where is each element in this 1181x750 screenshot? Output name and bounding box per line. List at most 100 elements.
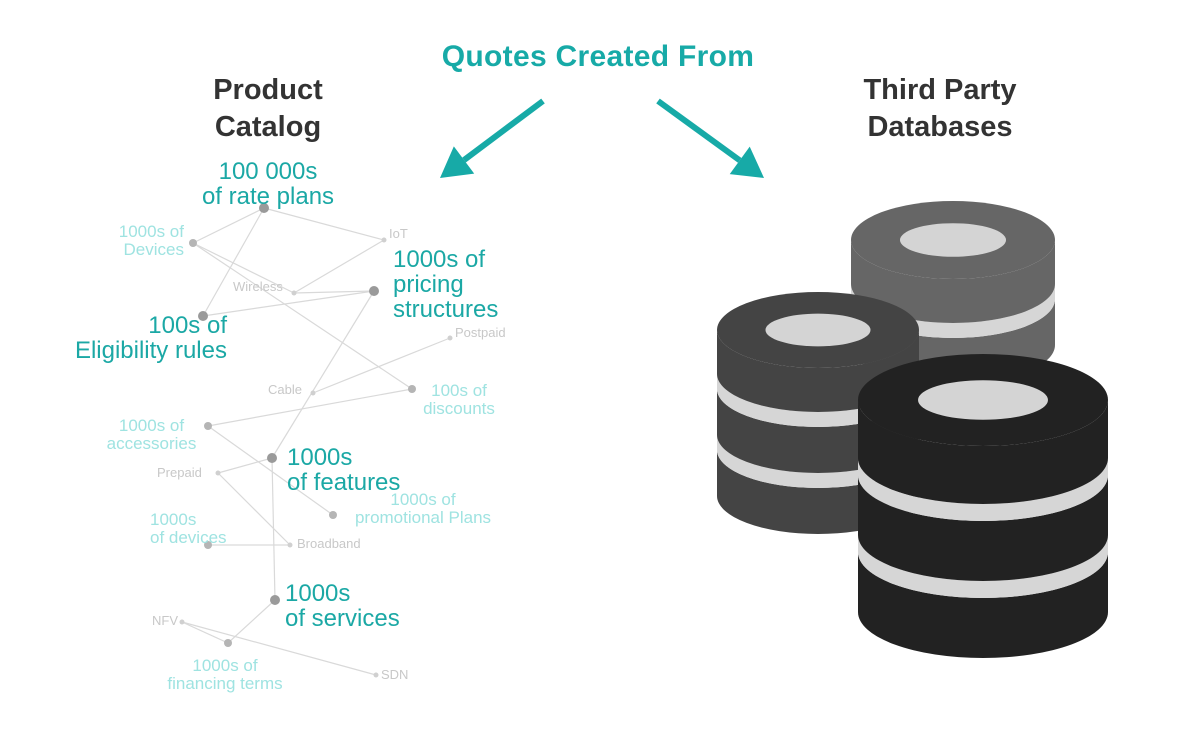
- node-label-prepaid: Prepaid: [157, 466, 202, 480]
- node-label-line: of services: [285, 605, 400, 633]
- node-dot-devices-bottom: [204, 541, 212, 549]
- edge-devices-top-discounts: [192, 242, 413, 390]
- product-catalog-heading: Product Catalog: [168, 72, 368, 146]
- node-label-line: Cable: [268, 382, 302, 397]
- edge-features-prepaid: [217, 457, 273, 474]
- database-stack: [717, 201, 1108, 658]
- node-label-cable: Cable: [268, 383, 302, 397]
- node-label-line: 1000s: [150, 510, 197, 529]
- arrow-to-product-catalog: [440, 98, 545, 178]
- node-label-postpaid: Postpaid: [455, 326, 506, 340]
- diagram-title: Quotes Created From: [441, 40, 755, 73]
- edge-nfv-financing-terms: [181, 621, 229, 644]
- edge-rate-plans-iot: [263, 207, 385, 241]
- node-label-line: structures: [393, 296, 499, 324]
- node-dot-features: [267, 453, 277, 463]
- node-label-line: Prepaid: [157, 465, 202, 480]
- node-label-line: 100s of: [431, 381, 487, 400]
- node-label-line: Devices: [123, 239, 184, 259]
- node-label-line: 1000s of: [393, 246, 486, 273]
- node-dot-financing-terms: [224, 639, 232, 647]
- node-label-line: Postpaid: [455, 325, 506, 340]
- node-dot-cable: [310, 390, 316, 396]
- node-label-line: SDN: [381, 667, 409, 682]
- edge-nfv-sdn: [181, 621, 377, 676]
- node-label-line: accessories: [106, 433, 197, 453]
- edge-pricing-structures-features: [271, 290, 375, 459]
- node-label-line: 1000s of: [390, 490, 456, 509]
- database-icon-db-front: [858, 354, 1108, 658]
- node-dot-eligibility-rules: [198, 311, 208, 321]
- edge-eligibility-rules-pricing-structures: [202, 290, 375, 317]
- node-label-line: financing terms: [167, 673, 283, 693]
- third-party-databases-heading-line-1: Third Party: [863, 74, 1017, 106]
- edge-accessories-discounts: [207, 388, 413, 427]
- flow-arrows: [440, 98, 764, 178]
- node-dot-accessories: [204, 422, 212, 430]
- node-dot-devices-top: [189, 239, 197, 247]
- edge-prepaid-broadband: [217, 472, 291, 546]
- node-label-wireless: Wireless: [233, 280, 283, 294]
- third-party-databases-heading-line-2: Databases: [867, 111, 1013, 143]
- node-label-line: 100s of: [148, 312, 227, 339]
- edge-services-financing-terms: [227, 599, 276, 644]
- edge-wireless-pricing-structures: [293, 290, 375, 294]
- node-dot-broadband: [287, 542, 293, 548]
- arrow-to-third-party-databases: [656, 98, 764, 178]
- node-label-line: NFV: [152, 613, 178, 628]
- edge-cable-postpaid: [312, 337, 451, 394]
- node-dot-iot: [381, 237, 387, 243]
- node-label-sdn: SDN: [381, 668, 408, 682]
- product-catalog-heading-line-1: Product: [213, 74, 323, 106]
- node-dot-sdn: [373, 672, 379, 678]
- product-catalog-heading-line-2: Catalog: [214, 111, 322, 143]
- node-label-line: Broadband: [297, 536, 361, 551]
- node-dot-services: [270, 595, 280, 605]
- node-dot-rate-plans: [259, 203, 269, 213]
- edge-devices-top-wireless: [192, 242, 295, 294]
- node-label-line: 1000s of: [118, 416, 185, 435]
- node-label-line: of rate plans: [201, 183, 335, 211]
- edge-rate-plans-eligibility-rules: [202, 207, 265, 317]
- node-label-line: IoT: [389, 226, 408, 241]
- node-label-line: pricing: [393, 271, 464, 299]
- node-label-line: 1000s: [285, 580, 351, 607]
- edge-rate-plans-devices-top: [192, 207, 265, 244]
- node-dot-wireless: [291, 290, 297, 296]
- catalog-dots: [179, 203, 453, 678]
- node-dot-prepaid: [215, 470, 221, 476]
- edge-iot-wireless: [293, 239, 385, 294]
- node-label-line: 1000s of: [192, 656, 258, 675]
- node-label-line: 100 000s: [218, 158, 318, 185]
- node-label-nfv: NFV: [152, 614, 178, 628]
- node-label-line: 1000s: [287, 444, 353, 471]
- node-label-iot: IoT: [389, 227, 408, 241]
- node-dot-postpaid: [447, 335, 453, 341]
- node-dot-discounts: [408, 385, 416, 393]
- node-label-line: Wireless: [233, 279, 283, 294]
- third-party-databases-heading: Third Party Databases: [820, 72, 1060, 146]
- node-label-line: of devices: [150, 527, 227, 547]
- node-label-line: Eligibility rules: [74, 337, 227, 365]
- node-dot-pricing-structures: [369, 286, 379, 296]
- node-label-broadband: Broadband: [297, 537, 361, 551]
- node-label-line: of features: [287, 469, 401, 497]
- node-dot-promotional-plans: [329, 511, 337, 519]
- catalog-edges: [181, 207, 451, 676]
- node-dot-nfv: [179, 619, 185, 625]
- node-label-line: 1000s of: [118, 222, 184, 241]
- node-label-line: discounts: [423, 398, 495, 418]
